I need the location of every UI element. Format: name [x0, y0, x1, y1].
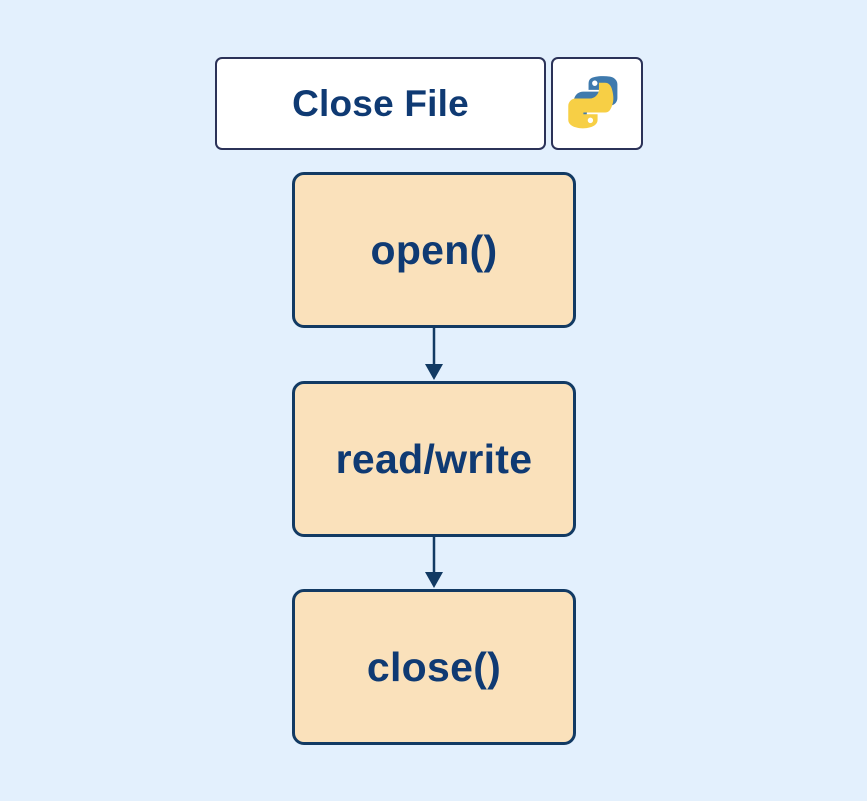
diagram-header: Close File [215, 57, 643, 150]
page-title: Close File [292, 82, 469, 124]
python-logo-card [551, 57, 643, 150]
process-box-open: open() [292, 172, 576, 328]
diagram-title-card: Close File [215, 57, 546, 150]
connector-arrow-open-to-readwrite [414, 328, 454, 381]
process-label-open: open() [370, 226, 498, 273]
process-box-read-write: read/write [292, 381, 576, 537]
process-box-close: close() [292, 589, 576, 745]
connector-arrow-readwrite-to-close [414, 537, 454, 589]
python-logo-icon [566, 73, 628, 135]
process-label-read-write: read/write [335, 435, 533, 482]
process-label-close: close() [366, 643, 502, 690]
